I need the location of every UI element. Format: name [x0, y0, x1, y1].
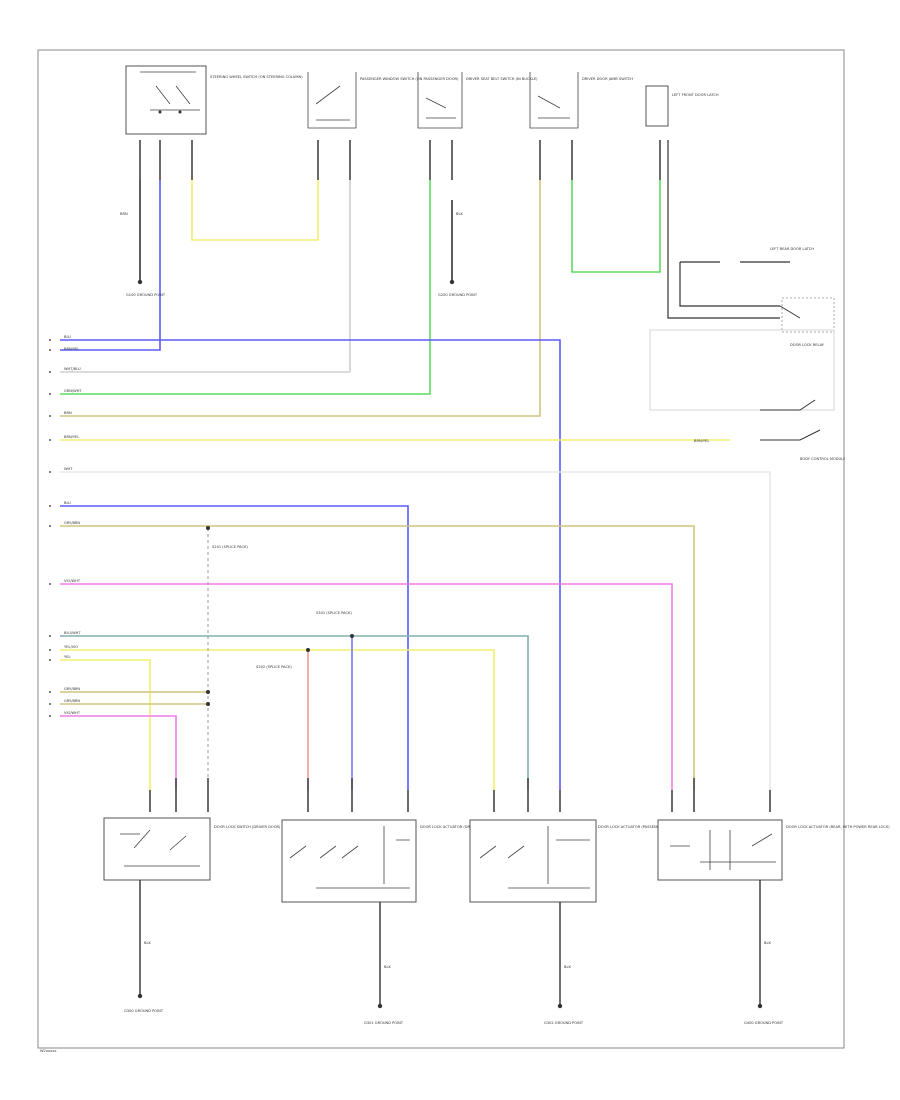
- svg-text:BRN: BRN: [64, 411, 72, 415]
- svg-text:GRN/WHT: GRN/WHT: [64, 389, 82, 393]
- svg-text:BLK: BLK: [144, 941, 151, 945]
- svg-text:DOOR LOCK ACTUATOR (REAR, WITH: DOOR LOCK ACTUATOR (REAR, WITH POWER REA…: [786, 825, 890, 829]
- svg-text:G400 GROUND POINT: G400 GROUND POINT: [744, 1021, 784, 1025]
- svg-text:VIO/WHT: VIO/WHT: [64, 711, 81, 715]
- diagram-frame: [37, 49, 845, 1049]
- top-connectors: [139, 140, 661, 180]
- top-component-steering-wheel-switch: STEERING WHEEL SWITCH (ON STEERING COLUM…: [125, 65, 303, 135]
- svg-text:BRN/YEL: BRN/YEL: [694, 439, 709, 443]
- svg-text:DOOR LOCK ACTUATOR (DRIVER): DOOR LOCK ACTUATOR (DRIVER): [420, 825, 480, 829]
- left-wire-labels: BLU BRN/YEL WHT/BLU GRN/WHT BRN BRN/YEL …: [64, 335, 82, 715]
- svg-text:G200 GROUND POINT: G200 GROUND POINT: [438, 293, 478, 297]
- svg-text:G300 GROUND POINT: G300 GROUND POINT: [124, 1009, 164, 1013]
- svg-text:BRN/YEL: BRN/YEL: [64, 435, 79, 439]
- svg-text:BLU: BLU: [64, 335, 71, 339]
- svg-text:LEFT REAR DOOR LATCH: LEFT REAR DOOR LATCH: [770, 247, 814, 251]
- top-component-driver-door-jamb-switch: DRIVER DOOR JAMB SWITCH: [529, 72, 633, 129]
- svg-text:STEERING WHEEL SWITCH (ON STEE: STEERING WHEEL SWITCH (ON STEERING COLUM…: [210, 75, 303, 79]
- top-wires: [60, 180, 661, 417]
- top-component-driver-seat-belt-switch: DRIVER SEAT BELT SWITCH (IN BUCKLE): [417, 72, 538, 129]
- left-pin-markers: [49, 339, 51, 717]
- svg-text:DOOR LOCK RELAY: DOOR LOCK RELAY: [790, 343, 825, 347]
- svg-text:GRY/BRN: GRY/BRN: [64, 521, 80, 525]
- svg-text:BODY CONTROL MODULE: BODY CONTROL MODULE: [800, 457, 846, 461]
- svg-text:YEL/VIO: YEL/VIO: [64, 645, 78, 649]
- svg-text:BLK: BLK: [456, 212, 463, 216]
- bottom-ground-wires: [139, 880, 761, 1004]
- page-id: W2xxxxx: [40, 1049, 57, 1053]
- svg-text:BLK: BLK: [384, 965, 391, 969]
- bottom-component-actuator-passenger: DOOR LOCK ACTUATOR (PASSENGER): [469, 819, 666, 903]
- svg-text:DRIVER SEAT BELT SWITCH (IN BU: DRIVER SEAT BELT SWITCH (IN BUCKLE): [466, 77, 538, 81]
- svg-text:BLK: BLK: [764, 941, 771, 945]
- svg-text:S301 (SPLICE PACK): S301 (SPLICE PACK): [316, 611, 352, 615]
- svg-text:BLU/WHT: BLU/WHT: [64, 631, 81, 635]
- svg-text:BRN: BRN: [120, 212, 128, 216]
- svg-text:BLK: BLK: [564, 965, 571, 969]
- svg-text:WHT: WHT: [64, 467, 73, 471]
- svg-text:BLU: BLU: [64, 501, 71, 505]
- right-latch-area: LEFT REAR DOOR LATCH DOOR LOCK RELAY BOD…: [649, 140, 846, 461]
- svg-text:LEFT FRONT DOOR LATCH: LEFT FRONT DOOR LATCH: [672, 93, 719, 97]
- svg-text:BRN/YEL: BRN/YEL: [64, 347, 79, 351]
- svg-text:S201 (SPLICE PACK): S201 (SPLICE PACK): [212, 545, 248, 549]
- top-component-passenger-window-switch: PASSENGER WINDOW SWITCH (ON PASSENGER DO…: [307, 72, 459, 129]
- svg-text:DOOR LOCK ACTUATOR (PASSENGER): DOOR LOCK ACTUATOR (PASSENGER): [598, 825, 666, 829]
- svg-text:DOOR LOCK SWITCH (DRIVER DOOR): DOOR LOCK SWITCH (DRIVER DOOR): [214, 825, 281, 829]
- bottom-component-actuator-rear: DOOR LOCK ACTUATOR (REAR, WITH POWER REA…: [657, 819, 890, 881]
- svg-text:GRY/BRN: GRY/BRN: [64, 699, 80, 703]
- svg-text:DRIVER DOOR JAMB SWITCH: DRIVER DOOR JAMB SWITCH: [582, 77, 633, 81]
- top-grounds: G100 GROUND POINT G200 GROUND POINT BRN …: [120, 212, 478, 297]
- svg-text:VIO/WHT: VIO/WHT: [64, 579, 81, 583]
- svg-text:G100 GROUND POINT: G100 GROUND POINT: [126, 293, 166, 297]
- bottom-grounds: G300 GROUND POINT G301 GROUND POINT G302…: [124, 439, 784, 1025]
- top-component-left-front-door-latch: LEFT FRONT DOOR LATCH: [645, 85, 719, 127]
- bus-wires: [60, 339, 771, 790]
- svg-text:G302 GROUND POINT: G302 GROUND POINT: [544, 1021, 584, 1025]
- svg-text:G301 GROUND POINT: G301 GROUND POINT: [364, 1021, 404, 1025]
- svg-text:YEL: YEL: [64, 655, 70, 659]
- svg-text:S302 (SPLICE PACK): S302 (SPLICE PACK): [256, 665, 292, 669]
- splices: S201 (SPLICE PACK) S301 (SPLICE PACK) S3…: [206, 526, 354, 790]
- bottom-component-actuator-driver: DOOR LOCK ACTUATOR (DRIVER): [281, 819, 480, 903]
- svg-text:PASSENGER WINDOW SWITCH (ON PA: PASSENGER WINDOW SWITCH (ON PASSENGER DO…: [360, 77, 459, 81]
- bottom-connectors: [149, 778, 771, 812]
- bottom-component-door-lock-switch: DOOR LOCK SWITCH (DRIVER DOOR): [103, 817, 281, 881]
- svg-text:GRY/BRN: GRY/BRN: [64, 687, 80, 691]
- svg-text:WHT/BLU: WHT/BLU: [64, 367, 81, 371]
